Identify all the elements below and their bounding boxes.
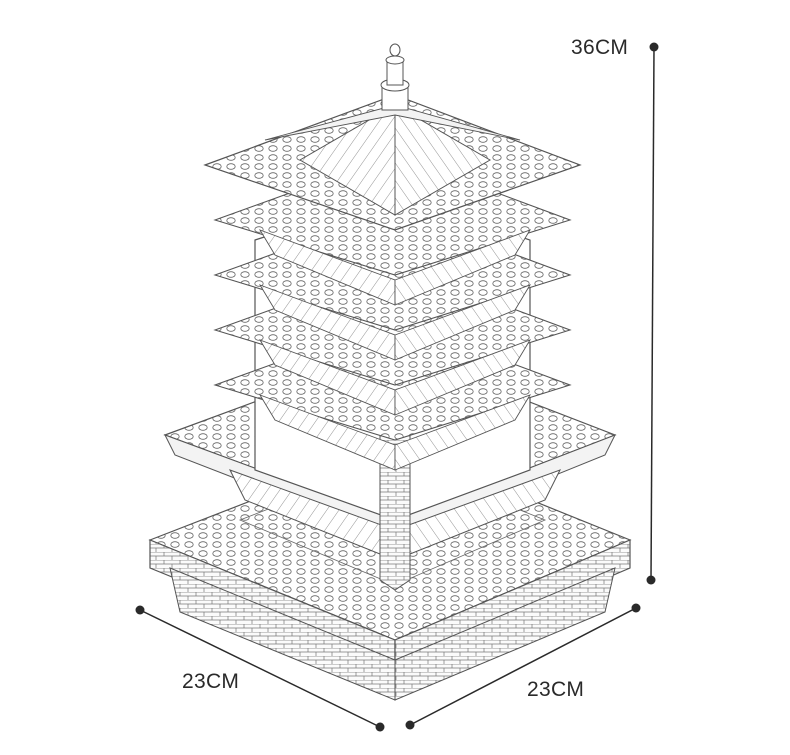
- left-width-start-dot: [135, 605, 145, 615]
- left-width-end-dot: [375, 722, 385, 732]
- left-width-dimension-line: [139, 609, 381, 728]
- dimension-lines: [135, 42, 659, 732]
- right-width-label: 23CM: [527, 678, 585, 701]
- tier-eaves: [213, 154, 572, 471]
- height-bottom-dot: [646, 575, 656, 585]
- right-width-end-dot: [631, 603, 641, 613]
- height-label: 36CM: [571, 36, 629, 59]
- pagoda-finial: [380, 43, 410, 111]
- top-roof: [203, 94, 582, 231]
- height-dimension-line: [650, 46, 655, 581]
- right-width-start-dot: [405, 720, 415, 730]
- left-width-label: 23CM: [182, 670, 240, 693]
- right-width-dimension-line: [409, 607, 637, 726]
- height-top-dot: [649, 42, 659, 52]
